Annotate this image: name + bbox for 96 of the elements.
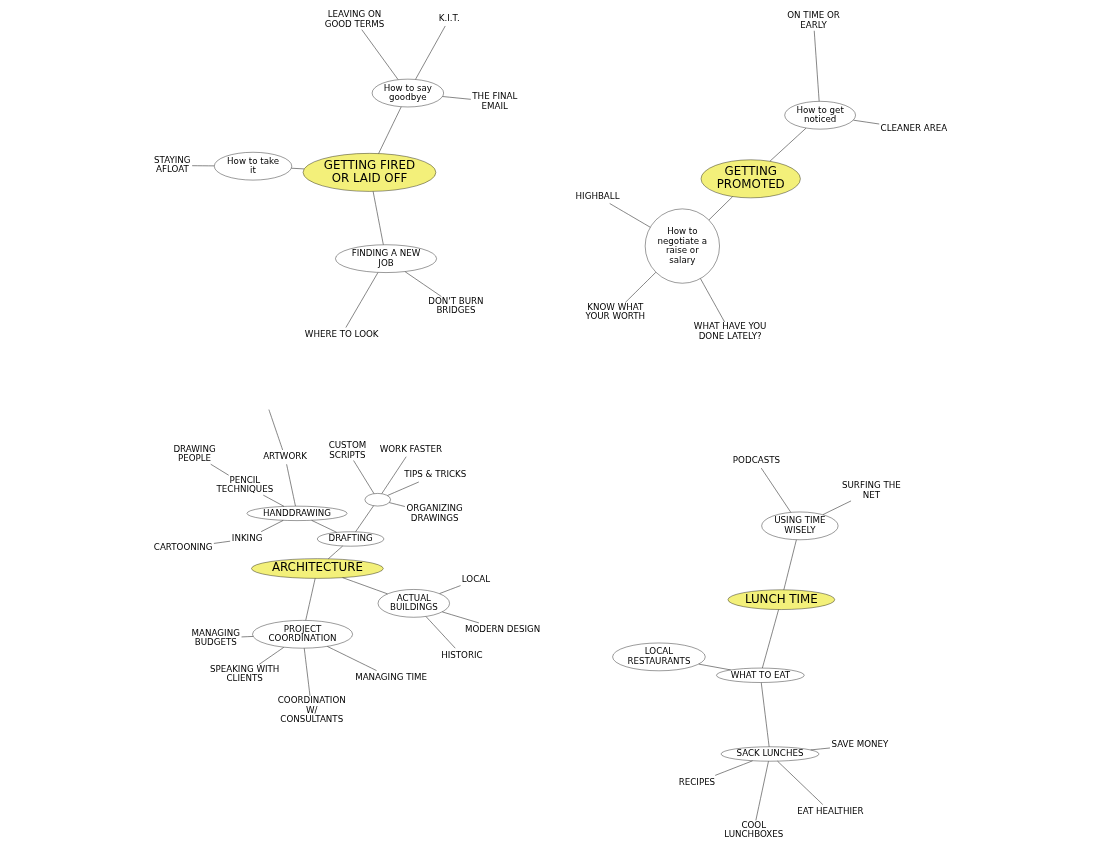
- node-text: ORGANIZING DRAWINGS: [405, 503, 463, 523]
- node-ellipse: LOCAL RESTAURANTS: [611, 642, 705, 671]
- node-text: PENCIL TECHNIQUES: [216, 474, 273, 495]
- node-text: K.I.T.: [438, 13, 460, 23]
- node-ellipse: GETTING PROMOTED: [700, 159, 801, 199]
- node-text: CUSTOM SCRIPTS: [328, 440, 366, 460]
- connector: [327, 545, 343, 560]
- node-text: INKING: [231, 533, 262, 544]
- connector: [761, 609, 779, 669]
- connector: [624, 271, 656, 303]
- node-text: PODCASTS: [732, 455, 780, 466]
- node-ellipse: How to get noticed: [784, 101, 856, 130]
- connector: [852, 119, 879, 125]
- node-text: TIPS & TRICKS: [403, 469, 466, 480]
- node-text: HISTORIC: [440, 649, 483, 660]
- connector: [441, 611, 479, 624]
- node-ellipse: PROJECT COORDINATION: [251, 620, 353, 649]
- node-ellipse: How to take it: [213, 152, 292, 181]
- connector: [240, 636, 253, 638]
- node-text: WHERE TO LOOK: [304, 328, 379, 339]
- connector: [760, 682, 769, 747]
- node-text: MODERN DESIGN: [464, 624, 540, 635]
- node-text: SURFING THE NET: [841, 480, 901, 500]
- connector: [213, 540, 230, 544]
- connector: [258, 647, 284, 665]
- node-ellipse: HANDDRAWING: [246, 505, 347, 521]
- node-text: DON'T BURN BRIDGES: [427, 295, 484, 316]
- node-text: ARTWORK: [262, 451, 307, 462]
- connector: [769, 127, 806, 162]
- connector: [608, 203, 650, 228]
- connector: [822, 500, 851, 515]
- connector: [361, 29, 398, 80]
- node-text: THE FINAL EMAIL: [471, 91, 517, 111]
- connector: [268, 409, 283, 451]
- connector: [813, 30, 819, 102]
- connector: [377, 106, 401, 154]
- node-ellipse: GETTING FIRED OR LAID OFF: [302, 153, 436, 192]
- node-text: HIGHBALL: [575, 190, 620, 201]
- node-ellipse: ACTUAL BUILDINGS: [377, 589, 450, 618]
- connector: [310, 520, 337, 533]
- node-text: CLEANER AREA: [880, 123, 947, 134]
- node-text: DRAWING PEOPLE: [172, 443, 216, 464]
- node-ellipse: ARCHITECTURE: [250, 558, 383, 579]
- connector: [414, 25, 446, 80]
- connector: [760, 467, 791, 513]
- connector: [345, 272, 378, 328]
- node-text: RECIPES: [678, 776, 715, 787]
- connector: [290, 167, 304, 170]
- connector: [341, 577, 388, 595]
- connector: [441, 96, 471, 100]
- node-ellipse: LUNCH TIME: [727, 589, 835, 610]
- node-ellipse: SACK LUNCHES: [720, 746, 819, 762]
- node-ellipse: DRAFTING: [316, 531, 384, 547]
- connector: [438, 585, 461, 594]
- node-circle: How to negotiate a raise or salary: [644, 208, 720, 284]
- node-ellipse: How to say goodbye: [371, 78, 444, 108]
- connector: [304, 578, 315, 621]
- node-text: COORDINATION W/ CONSULTANTS: [277, 695, 346, 725]
- node-ellipse: USING TIME WISELY: [760, 511, 838, 540]
- connector: [708, 196, 733, 221]
- connector: [386, 481, 419, 496]
- node-text: MANAGING BUDGETS: [191, 627, 240, 648]
- node-ellipse: [364, 493, 391, 507]
- connector: [714, 760, 753, 776]
- node-text: CARTOONING: [153, 541, 213, 552]
- connector: [262, 494, 284, 507]
- connector: [699, 278, 725, 323]
- node-text: COOL LUNCHBOXES: [723, 819, 783, 840]
- connector: [425, 616, 456, 649]
- connector: [354, 505, 374, 533]
- node-text: WORK FASTER: [379, 443, 442, 454]
- node-text: MANAGING TIME: [354, 671, 427, 682]
- node-text: ON TIME OR EARLY: [786, 10, 840, 30]
- node-text: WHAT HAVE YOU DONE LATELY?: [693, 321, 766, 341]
- node-text: LOCAL: [461, 573, 490, 584]
- node-text: SPEAKING WITH CLIENTS: [209, 663, 279, 684]
- connector: [404, 271, 442, 297]
- node-text: SAVE MONEY: [830, 739, 888, 750]
- connector: [381, 456, 406, 494]
- connector: [755, 761, 769, 821]
- connector: [326, 646, 377, 671]
- connector: [303, 647, 310, 697]
- node-ellipse: FINDING A NEW JOB: [334, 244, 437, 273]
- node-text: LEAVING ON GOOD TERMS: [324, 9, 384, 29]
- connector: [285, 464, 296, 507]
- connector: [776, 760, 823, 805]
- connector: [352, 460, 374, 494]
- connector: [260, 520, 284, 532]
- connector: [209, 463, 229, 476]
- connector: [372, 191, 384, 245]
- node-text: KNOW WHAT YOUR WORTH: [585, 301, 645, 322]
- node-text: STAYING AFLOAT: [153, 155, 191, 175]
- connector: [809, 747, 830, 751]
- connector: [697, 663, 731, 671]
- node-ellipse: WHAT TO EAT: [715, 667, 804, 683]
- node-text: EAT HEALTHIER: [796, 805, 864, 816]
